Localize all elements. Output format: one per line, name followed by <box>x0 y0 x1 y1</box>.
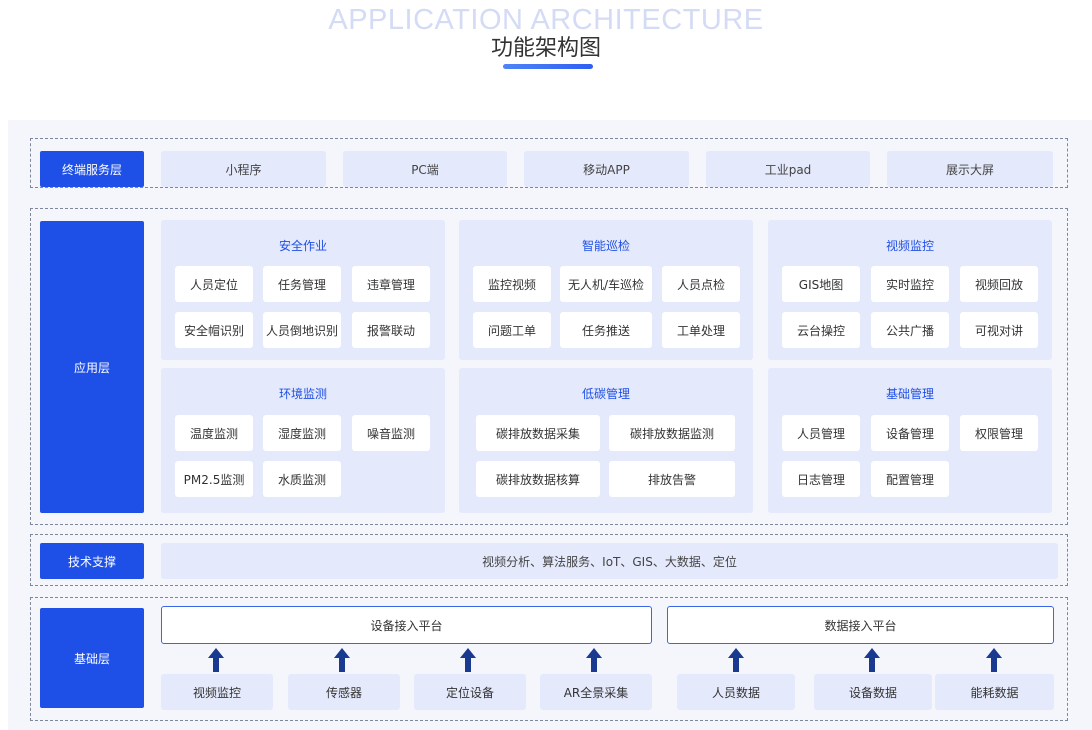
app-item: 碳排放数据核算 <box>476 461 600 497</box>
terminal-layer: 终端服务层 小程序 PC端 移动APP 工业pad 展示大屏 <box>30 138 1068 188</box>
app-item: 视频回放 <box>960 266 1038 302</box>
app-item: 人员管理 <box>782 415 860 451</box>
base-item: 传感器 <box>288 674 400 710</box>
arrow-up-icon <box>986 648 1002 672</box>
app-group-title: 安全作业 <box>278 239 327 253</box>
app-item: 任务管理 <box>263 266 341 302</box>
page-header: APPLICATION ARCHITECTURE 功能架构图 <box>0 0 1092 100</box>
app-group-title: 低碳管理 <box>581 387 630 401</box>
arrow-up-icon <box>460 648 476 672</box>
terminal-item: PC端 <box>343 151 507 187</box>
app-item: 违章管理 <box>352 266 430 302</box>
app-group-inspection: 智能巡检 监控视频 无人机/车巡检 人员点检 问题工单 任务推送 工单处理 <box>459 220 753 360</box>
app-group-lowcarbon: 低碳管理 碳排放数据采集 碳排放数据监测 碳排放数据核算 排放告警 <box>459 368 753 513</box>
app-item: 工单处理 <box>662 312 740 348</box>
app-item: 监控视频 <box>473 266 551 302</box>
app-item: 人员倒地识别 <box>263 312 341 348</box>
base-layer: 基础层 设备接入平台 数据接入平台 视频监控 传感器 定位设备 AR全景采集 人… <box>30 597 1068 721</box>
app-item: 任务推送 <box>560 312 652 348</box>
app-item: 日志管理 <box>782 461 860 497</box>
app-item: 碳排放数据采集 <box>476 415 600 451</box>
tech-support-box: 视频分析、算法服务、IoT、GIS、大数据、定位 <box>161 543 1058 579</box>
arrow-up-icon <box>208 648 224 672</box>
app-item: 设备管理 <box>871 415 949 451</box>
terminal-layer-label: 终端服务层 <box>40 151 144 187</box>
app-item: 报警联动 <box>352 312 430 348</box>
arrow-up-icon <box>864 648 880 672</box>
app-group-safety: 安全作业 人员定位 任务管理 违章管理 安全帽识别 人员倒地识别 报警联动 <box>161 220 445 360</box>
app-item: 水质监测 <box>263 461 341 497</box>
base-layer-label: 基础层 <box>40 608 144 708</box>
application-layer-label: 应用层 <box>40 221 144 513</box>
base-item: 定位设备 <box>414 674 526 710</box>
terminal-item: 移动APP <box>524 151 689 187</box>
app-item: GIS地图 <box>782 266 860 302</box>
app-item: 温度监测 <box>175 415 253 451</box>
base-item: 设备数据 <box>814 674 932 710</box>
app-item: 问题工单 <box>473 312 551 348</box>
app-item: 公共广播 <box>871 312 949 348</box>
app-group-title: 环境监测 <box>278 387 327 401</box>
device-access-platform: 设备接入平台 <box>161 606 652 644</box>
app-item: 配置管理 <box>871 461 949 497</box>
tech-layer-label: 技术支撑 <box>40 543 144 579</box>
app-item: 权限管理 <box>960 415 1038 451</box>
header-title-en: APPLICATION ARCHITECTURE <box>328 4 764 36</box>
app-item: 人员定位 <box>175 266 253 302</box>
app-item: 湿度监测 <box>263 415 341 451</box>
app-item: 实时监控 <box>871 266 949 302</box>
architecture-canvas: 终端服务层 小程序 PC端 移动APP 工业pad 展示大屏 应用层 安全作业 … <box>8 120 1092 730</box>
app-item: 排放告警 <box>609 461 735 497</box>
app-item: 云台操控 <box>782 312 860 348</box>
base-item: AR全景采集 <box>540 674 652 710</box>
arrow-up-icon <box>728 648 744 672</box>
header-title-cn: 功能架构图 <box>490 36 601 61</box>
data-access-platform: 数据接入平台 <box>667 606 1054 644</box>
app-group-title: 基础管理 <box>885 387 934 401</box>
arrow-up-icon <box>334 648 350 672</box>
app-item: 安全帽识别 <box>175 312 253 348</box>
base-item: 视频监控 <box>161 674 273 710</box>
app-group-title: 智能巡检 <box>581 239 630 253</box>
app-group-video: 视频监控 GIS地图 实时监控 视频回放 云台操控 公共广播 可视对讲 <box>768 220 1052 360</box>
app-item: 无人机/车巡检 <box>560 266 652 302</box>
header-underline <box>503 64 593 69</box>
terminal-item: 工业pad <box>706 151 870 187</box>
app-item: 可视对讲 <box>960 312 1038 348</box>
tech-layer: 技术支撑 视频分析、算法服务、IoT、GIS、大数据、定位 <box>30 534 1068 586</box>
app-item: PM2.5监测 <box>175 461 253 497</box>
arrow-up-icon <box>586 648 602 672</box>
base-item: 人员数据 <box>677 674 795 710</box>
app-group-environment: 环境监测 温度监测 湿度监测 噪音监测 PM2.5监测 水质监测 <box>161 368 445 513</box>
app-group-title: 视频监控 <box>885 239 934 253</box>
base-item: 能耗数据 <box>935 674 1054 710</box>
terminal-item: 展示大屏 <box>887 151 1053 187</box>
app-group-basic-mgmt: 基础管理 人员管理 设备管理 权限管理 日志管理 配置管理 <box>768 368 1052 513</box>
app-item: 碳排放数据监测 <box>609 415 735 451</box>
app-item: 噪音监测 <box>352 415 430 451</box>
app-item: 人员点检 <box>662 266 740 302</box>
application-layer: 应用层 安全作业 人员定位 任务管理 违章管理 安全帽识别 人员倒地识别 报警联… <box>30 208 1068 525</box>
terminal-item: 小程序 <box>161 151 326 187</box>
